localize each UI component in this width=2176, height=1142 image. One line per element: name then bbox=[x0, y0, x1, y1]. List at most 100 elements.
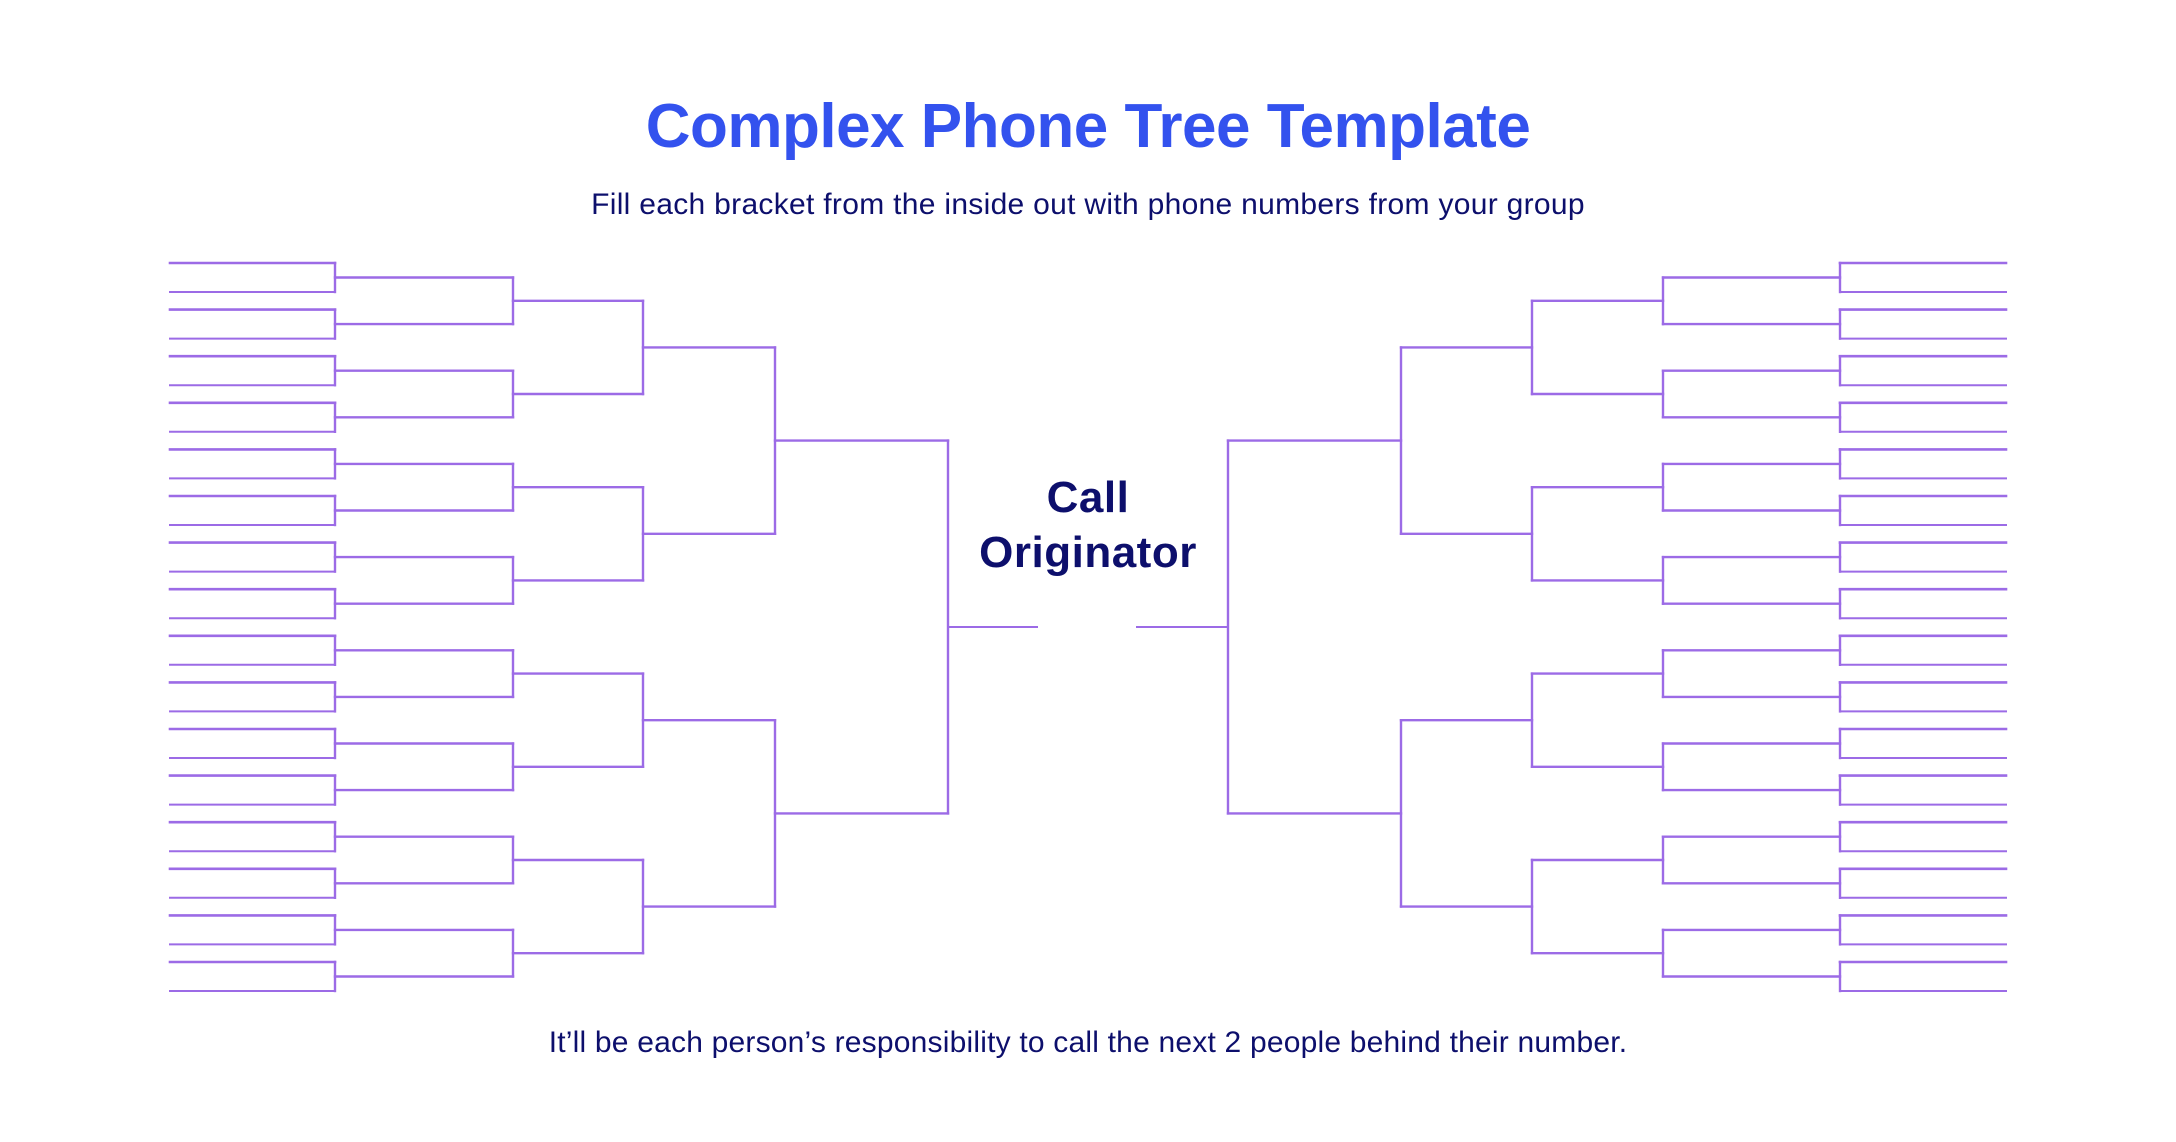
right-round-4-slot-3[interactable] bbox=[1401, 698, 1532, 720]
right-phone-slot-17[interactable] bbox=[1840, 614, 2006, 636]
right-phone-slot-19[interactable] bbox=[1840, 660, 2006, 682]
right-phone-slot-1[interactable] bbox=[1840, 241, 2006, 263]
right-round-2-slot-8[interactable] bbox=[1663, 582, 1840, 604]
right-round-2-slot-9[interactable] bbox=[1663, 628, 1840, 650]
right-round-3-slot-1[interactable] bbox=[1532, 279, 1663, 301]
left-round-4-slot-3[interactable] bbox=[643, 698, 775, 720]
right-phone-slot-11[interactable] bbox=[1840, 474, 2006, 496]
left-phone-slot-19[interactable] bbox=[170, 660, 335, 682]
left-round-3-slot-6[interactable] bbox=[513, 745, 643, 767]
right-round-2-slot-16[interactable] bbox=[1663, 955, 1840, 977]
left-round-3-slot-3[interactable] bbox=[513, 465, 643, 487]
left-phone-slot-17[interactable] bbox=[170, 614, 335, 636]
right-phone-slot-31[interactable] bbox=[1840, 940, 2006, 962]
left-round-3-slot-1[interactable] bbox=[513, 279, 643, 301]
left-phone-slot-21[interactable] bbox=[170, 707, 335, 729]
left-phone-slot-29[interactable] bbox=[170, 893, 335, 915]
left-phone-slot-32[interactable] bbox=[170, 969, 335, 991]
left-phone-slot-1[interactable] bbox=[170, 241, 335, 263]
right-round-2-slot-15[interactable] bbox=[1663, 908, 1840, 930]
right-round-3-slot-7[interactable] bbox=[1532, 838, 1663, 860]
right-round-4-slot-4[interactable] bbox=[1401, 885, 1532, 907]
left-round-5-slot-2[interactable] bbox=[775, 791, 948, 813]
left-phone-slot-9[interactable] bbox=[170, 427, 335, 449]
right-phone-slot-7[interactable] bbox=[1840, 381, 2006, 403]
left-phone-slot-11[interactable] bbox=[170, 474, 335, 496]
left-round-2-slot-14[interactable] bbox=[335, 861, 513, 883]
left-round-2-slot-7[interactable] bbox=[335, 535, 513, 557]
right-round-2-slot-5[interactable] bbox=[1663, 442, 1840, 464]
right-round-2-slot-2[interactable] bbox=[1663, 302, 1840, 324]
right-round-2-slot-6[interactable] bbox=[1663, 489, 1840, 511]
page-title: Complex Phone Tree Template bbox=[645, 92, 1531, 161]
right-round-3-slot-3[interactable] bbox=[1532, 465, 1663, 487]
right-round-2-slot-10[interactable] bbox=[1663, 675, 1840, 697]
call-originator-line1: Call bbox=[1046, 473, 1130, 522]
left-phone-slot-31[interactable] bbox=[170, 940, 335, 962]
right-round-2-slot-3[interactable] bbox=[1663, 349, 1840, 371]
bracket-left-side bbox=[168, 241, 1038, 993]
left-round-3-slot-8[interactable] bbox=[513, 931, 643, 953]
left-phone-slot-7[interactable] bbox=[170, 381, 335, 403]
right-round-3-slot-8[interactable] bbox=[1532, 931, 1663, 953]
left-round-4-slot-4[interactable] bbox=[643, 885, 775, 907]
right-phone-slot-27[interactable] bbox=[1840, 847, 2006, 869]
left-round-2-slot-13[interactable] bbox=[335, 815, 513, 837]
right-phone-slot-21[interactable] bbox=[1840, 707, 2006, 729]
left-round-2-slot-8[interactable] bbox=[335, 582, 513, 604]
left-round-2-slot-11[interactable] bbox=[335, 722, 513, 744]
left-round-2-slot-3[interactable] bbox=[335, 349, 513, 371]
right-round-3-slot-4[interactable] bbox=[1532, 558, 1663, 580]
left-phone-slot-27[interactable] bbox=[170, 847, 335, 869]
left-round-5-slot-1[interactable] bbox=[775, 419, 948, 441]
right-phone-slot-25[interactable] bbox=[1840, 800, 2006, 822]
call-originator-line2: Originator bbox=[979, 528, 1197, 577]
left-phone-slot-23[interactable] bbox=[170, 754, 335, 776]
right-round-2-slot-4[interactable] bbox=[1663, 395, 1840, 417]
right-round-4-slot-2[interactable] bbox=[1401, 512, 1532, 534]
right-round-2-slot-7[interactable] bbox=[1663, 535, 1840, 557]
left-round-2-slot-2[interactable] bbox=[335, 302, 513, 324]
right-round-3-slot-2[interactable] bbox=[1532, 372, 1663, 394]
right-round-3-slot-6[interactable] bbox=[1532, 745, 1663, 767]
left-round-2-slot-5[interactable] bbox=[335, 442, 513, 464]
right-round-2-slot-12[interactable] bbox=[1663, 768, 1840, 790]
right-phone-slot-15[interactable] bbox=[1840, 567, 2006, 589]
right-round-4-slot-1[interactable] bbox=[1401, 325, 1532, 347]
left-round-2-slot-6[interactable] bbox=[335, 489, 513, 511]
left-phone-slot-13[interactable] bbox=[170, 521, 335, 543]
right-round-2-slot-14[interactable] bbox=[1663, 861, 1840, 883]
right-phone-slot-29[interactable] bbox=[1840, 893, 2006, 915]
left-round-2-slot-15[interactable] bbox=[335, 908, 513, 930]
right-phone-slot-5[interactable] bbox=[1840, 334, 2006, 356]
left-round-2-slot-1[interactable] bbox=[335, 256, 513, 278]
left-round-3-slot-7[interactable] bbox=[513, 838, 643, 860]
left-round-2-slot-10[interactable] bbox=[335, 675, 513, 697]
left-round-2-slot-12[interactable] bbox=[335, 768, 513, 790]
left-round-2-slot-16[interactable] bbox=[335, 955, 513, 977]
right-phone-slot-13[interactable] bbox=[1840, 521, 2006, 543]
bracket-right-side bbox=[1136, 241, 2008, 993]
right-round-3-slot-5[interactable] bbox=[1532, 652, 1663, 674]
left-phone-slot-25[interactable] bbox=[170, 800, 335, 822]
footer-note: It’ll be each person’s responsibility to… bbox=[548, 1026, 1628, 1059]
left-round-2-slot-9[interactable] bbox=[335, 628, 513, 650]
right-phone-slot-9[interactable] bbox=[1840, 427, 2006, 449]
right-round-5-slot-1[interactable] bbox=[1228, 419, 1401, 441]
left-round-4-slot-1[interactable] bbox=[643, 325, 775, 347]
right-round-2-slot-13[interactable] bbox=[1663, 815, 1840, 837]
left-round-3-slot-2[interactable] bbox=[513, 372, 643, 394]
right-phone-slot-23[interactable] bbox=[1840, 754, 2006, 776]
left-phone-slot-5[interactable] bbox=[170, 334, 335, 356]
right-round-5-slot-2[interactable] bbox=[1228, 791, 1401, 813]
left-round-3-slot-4[interactable] bbox=[513, 558, 643, 580]
right-phone-slot-32[interactable] bbox=[1840, 969, 2006, 991]
left-phone-slot-3[interactable] bbox=[170, 288, 335, 310]
right-round-2-slot-1[interactable] bbox=[1663, 256, 1840, 278]
left-round-4-slot-2[interactable] bbox=[643, 512, 775, 534]
left-round-3-slot-5[interactable] bbox=[513, 652, 643, 674]
right-phone-slot-3[interactable] bbox=[1840, 288, 2006, 310]
right-round-2-slot-11[interactable] bbox=[1663, 722, 1840, 744]
left-phone-slot-15[interactable] bbox=[170, 567, 335, 589]
left-round-2-slot-4[interactable] bbox=[335, 395, 513, 417]
